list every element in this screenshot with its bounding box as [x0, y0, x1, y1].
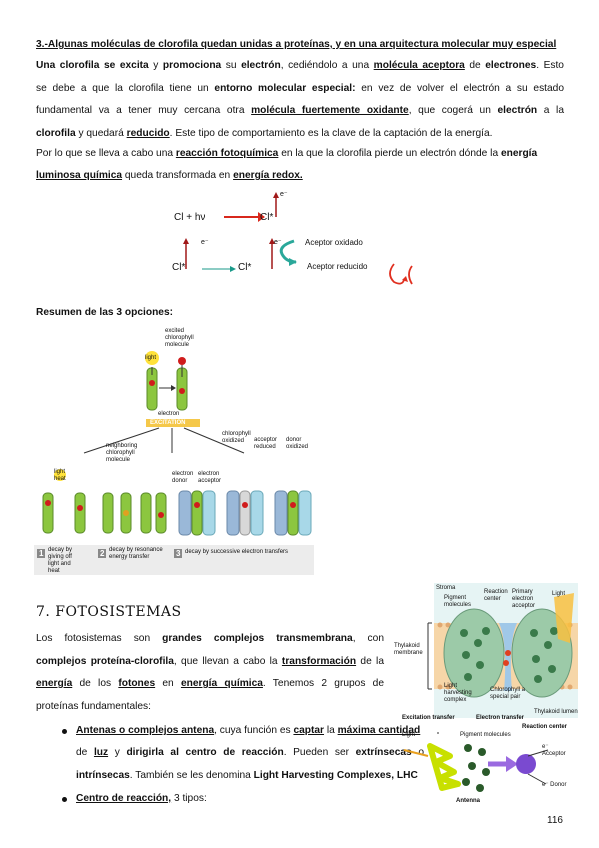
fig1-neighboring-label: neighboring chlorophyll molecule	[106, 443, 138, 463]
fig2-lumen-label: Thylakoid lumen	[534, 709, 578, 715]
fig2-reaction-center-label: Reaction center	[484, 589, 508, 602]
fig1-case3-text: decay by successive electron transfers	[185, 549, 289, 555]
fig1-light-label: light	[145, 355, 157, 361]
excitation-figure: excited chlorophyll molecule light elect…	[34, 323, 314, 578]
fig1-excitation-label: EXCITATION	[150, 420, 186, 426]
fig1-chl-oxidized-label: chlorophyll oxidized	[222, 431, 251, 444]
section7-line-2: complejos proteína-clorofila, que llevan…	[36, 656, 384, 667]
antenna-svg	[403, 732, 549, 792]
fig2-special-pair-label: Chlorophyll a special pair	[490, 687, 526, 700]
summary-label: Resumen de las 3 opciones:	[36, 307, 174, 318]
fig1-case1-text: decay by giving off light and heat	[48, 547, 73, 574]
photosystem-figure: Stroma Pigment molecules Reaction center…	[394, 583, 578, 718]
bullet-1-line-1: Antenas o complejos antena, cuya función…	[76, 725, 421, 736]
fig1-case2-number: 2	[98, 549, 107, 558]
fig3-acceptor-label: e⁻ Acceptor	[542, 744, 566, 757]
section3-heading: 3.-Algunas moléculas de clorofila quedan…	[36, 39, 557, 50]
scheme-bottom-right: Cl*	[238, 262, 252, 273]
scheme-red-curve-icon	[389, 263, 413, 285]
scheme-electron-3: e⁻	[274, 239, 282, 246]
section7-line-1: Los fotosistemas son grandes complejos t…	[36, 633, 384, 644]
bullet-2-line-1: Centro de reacción, 3 tipos:	[76, 793, 207, 804]
scheme-up-arrow-3-icon	[269, 238, 275, 269]
scheme-eq-right: Cl*	[260, 212, 274, 223]
fig2-primary-acceptor-label: Primary electron acceptor	[512, 589, 536, 609]
scheme-up-arrow-1-icon	[273, 192, 279, 217]
scheme-arrow-right-icon	[224, 212, 265, 222]
fig2-pigment-label: Pigment molecules	[444, 595, 472, 608]
fig3-rc-label: Reaction center	[522, 724, 568, 730]
antenna-figure: Excitation transfer Electron transfer Re…	[402, 715, 572, 808]
scheme-up-arrow-2-icon	[183, 238, 189, 269]
fig1-electron-label: electron	[158, 411, 180, 417]
section3-line-4: clorofila y quedará reducido. Este tipo …	[36, 128, 493, 139]
scheme-teal-curve-icon	[279, 239, 297, 266]
section3-line-1: Una clorofila se excita y promociona su …	[36, 60, 564, 71]
fig2-thylakoid-membrane-label: Thylakoid membrane	[394, 643, 423, 656]
scheme-eq-left: Cl + hν	[174, 212, 206, 223]
fig3-donor-label: e⁻ Donor	[542, 782, 567, 788]
fig1-acc-reduced-label: acceptor reduced	[254, 437, 278, 450]
scheme-bottom-left: Cl*	[172, 262, 186, 273]
fig2-lhc-label: Light harvesting complex	[444, 683, 472, 703]
fig2-stroma-label: Stroma	[436, 585, 456, 591]
bullet-1-icon	[62, 729, 67, 734]
fig1-excited-label: excited chlorophyll molecule	[165, 328, 194, 348]
fig3-excitation-transfer-label: Excitation transfer	[402, 715, 455, 721]
scheme-electron-2: e⁻	[201, 239, 209, 246]
fig1-case2-text: decay by resonance energy transfer	[109, 547, 163, 560]
fig1-case1-number: 1	[37, 549, 46, 558]
scheme-acceptor-oxidized: Aceptor oxidado	[305, 238, 363, 247]
section3-line-2: se debe a que la clorofila tiene un ento…	[36, 83, 565, 94]
scheme-electron-1: e⁻	[280, 191, 288, 198]
scheme-teal-arrow-icon	[202, 266, 236, 272]
section7-line-4: proteínas fundamentales:	[36, 701, 151, 712]
fig1-electron-acceptor-label: electron acceptor	[198, 471, 222, 484]
bullet-1-line-3: intrínsecas. También se les denomina Lig…	[76, 770, 418, 781]
fig3-pigment-label: Pigment molecules	[460, 732, 511, 738]
fig3-light-label: Light	[402, 732, 416, 738]
page-number: 116	[547, 815, 563, 826]
fig1-electron-donor-label: electron donor	[172, 471, 194, 484]
fig1-donor-oxidized-label: donor oxidized	[286, 437, 309, 450]
section3-line-3: fundamental va a tener muy cercana otra …	[36, 105, 564, 116]
section3-line-6: luminosa química queda transformada en e…	[36, 170, 303, 181]
photosystem-svg	[427, 583, 578, 718]
fig3-antenna-label: Antenna	[456, 798, 480, 804]
section7-line-3: energía de los fotones en energía químic…	[36, 678, 384, 689]
section3-line-5: Por lo que se lleva a cabo una reacción …	[36, 148, 538, 159]
fig1-light-heat-label: light heat	[54, 469, 66, 482]
fig2-light-label: Light	[552, 591, 566, 597]
fig1-case3-number: 3	[174, 549, 183, 558]
redox-scheme: Cl + hν Cl* e⁻ e⁻ e⁻ Cl* Cl* Aceptor oxi…	[170, 186, 440, 296]
scheme-acceptor-reduced: Aceptor reducido	[307, 262, 368, 271]
section7-title: 7. FOTOSISTEMAS	[36, 604, 182, 620]
fig3-electron-transfer-label: Electron transfer	[476, 715, 525, 721]
bullet-1-line-2: de luz y dirigirla al centro de reacción…	[76, 747, 424, 758]
bullet-2-icon	[62, 797, 67, 802]
